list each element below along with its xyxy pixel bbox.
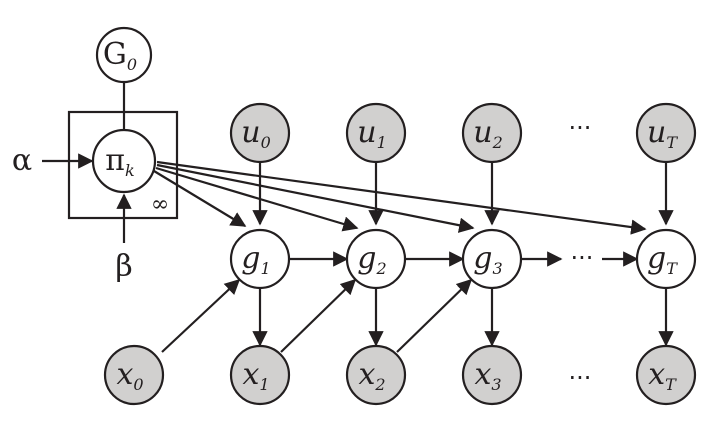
node-G0-base: G: [103, 37, 127, 72]
node-x3-subscript: 3: [491, 375, 501, 394]
node-x1-base: x: [242, 357, 259, 392]
node-u1: u1: [345, 102, 407, 164]
node-u1-subscript: 1: [377, 133, 387, 152]
node-xT-label: xT: [648, 357, 677, 394]
node-g2-base: g: [357, 241, 376, 276]
node-x0-label: x0: [116, 357, 143, 394]
node-G0: G0: [95, 26, 153, 84]
node-x0-base: x: [116, 357, 133, 392]
node-pi-base: π: [105, 143, 125, 178]
node-u2: u2: [461, 102, 523, 164]
beta-label: β: [115, 249, 132, 284]
node-x2-circle: [345, 344, 407, 406]
edge-pi-gT: [156, 160, 647, 235]
node-u1-base: u: [357, 115, 376, 150]
node-G0-subscript: 0: [127, 55, 137, 74]
node-uT-label: uT: [647, 115, 678, 152]
g-row-ellipsis: ···: [571, 244, 594, 272]
node-xT-subscript: T: [665, 375, 677, 394]
node-x3-base: x: [474, 357, 491, 392]
node-g3-circle: [461, 228, 523, 290]
node-x1-label: x1: [242, 357, 269, 394]
node-u1-circle: [345, 102, 407, 164]
node-gT-label: gT: [647, 241, 678, 278]
x-row-ellipsis: ···: [569, 364, 592, 392]
node-x3-label: x3: [474, 357, 501, 394]
node-g3-base: g: [473, 241, 492, 276]
node-u0-circle: [229, 102, 291, 164]
plate-label: ∞: [151, 192, 169, 217]
edge-pi-g1: [153, 170, 247, 227]
node-x1-subscript: 1: [259, 375, 269, 394]
node-g3-label: g3: [473, 241, 502, 278]
edge-pi-g3: [156, 163, 475, 233]
node-x2-base: x: [358, 357, 375, 392]
node-g2-subscript: 2: [376, 259, 387, 278]
node-x3: x3: [461, 344, 523, 406]
node-xT: xT: [635, 344, 697, 406]
node-g2: g2: [345, 228, 407, 290]
node-uT: uT: [635, 102, 697, 164]
node-g3-subscript: 3: [493, 259, 503, 278]
node-gT-subscript: T: [666, 259, 678, 278]
node-g1-subscript: 1: [261, 259, 271, 278]
node-u2-base: u: [473, 115, 492, 150]
node-x0: x0: [103, 344, 165, 406]
node-u2-circle: [461, 102, 523, 164]
node-gT-circle: [635, 228, 697, 290]
node-u1-label: u1: [357, 115, 387, 152]
node-pi-circle: [91, 128, 157, 194]
node-u2-label: u2: [473, 115, 503, 152]
node-gT: gT: [635, 228, 697, 290]
node-x1: x1: [229, 344, 291, 406]
node-g1-label: g1: [241, 241, 270, 278]
node-pi-subscript: k: [125, 161, 135, 180]
node-x1-circle: [229, 344, 291, 406]
node-x0-circle: [103, 344, 165, 406]
node-u0-label: u0: [241, 115, 271, 152]
u-row-ellipsis: ···: [569, 114, 592, 142]
node-u0-base: u: [241, 115, 260, 150]
node-x2-label: x2: [358, 357, 385, 394]
node-xT-circle: [635, 344, 697, 406]
node-G0-label: G0: [103, 37, 137, 74]
node-pi-label: πk: [105, 143, 134, 180]
node-x2: x2: [345, 344, 407, 406]
node-g1-base: g: [241, 241, 260, 276]
node-uT-base: u: [647, 115, 666, 150]
node-g2-label: g2: [357, 241, 386, 278]
node-gT-base: g: [647, 241, 666, 276]
edge-pi-g2: [155, 166, 359, 232]
node-g2-circle: [345, 228, 407, 290]
node-x2-subscript: 2: [374, 375, 385, 394]
node-g1: g1: [229, 228, 291, 290]
node-u0: u0: [229, 102, 291, 164]
edge-x2-g3: [396, 278, 473, 353]
node-g3: g3: [461, 228, 523, 290]
node-g1-circle: [229, 228, 291, 290]
edge-x0-g1: [161, 278, 241, 353]
alpha-label: α: [12, 143, 32, 178]
node-xT-base: x: [648, 357, 665, 392]
edge-x1-g2: [280, 278, 357, 353]
node-x3-circle: [461, 344, 523, 406]
node-u2-subscript: 2: [492, 133, 503, 152]
node-x0-subscript: 0: [133, 375, 143, 394]
node-uT-circle: [635, 102, 697, 164]
node-G0-circle: [95, 26, 153, 84]
node-uT-subscript: T: [666, 133, 678, 152]
node-u0-subscript: 0: [261, 133, 271, 152]
node-pi: πk: [91, 128, 157, 194]
